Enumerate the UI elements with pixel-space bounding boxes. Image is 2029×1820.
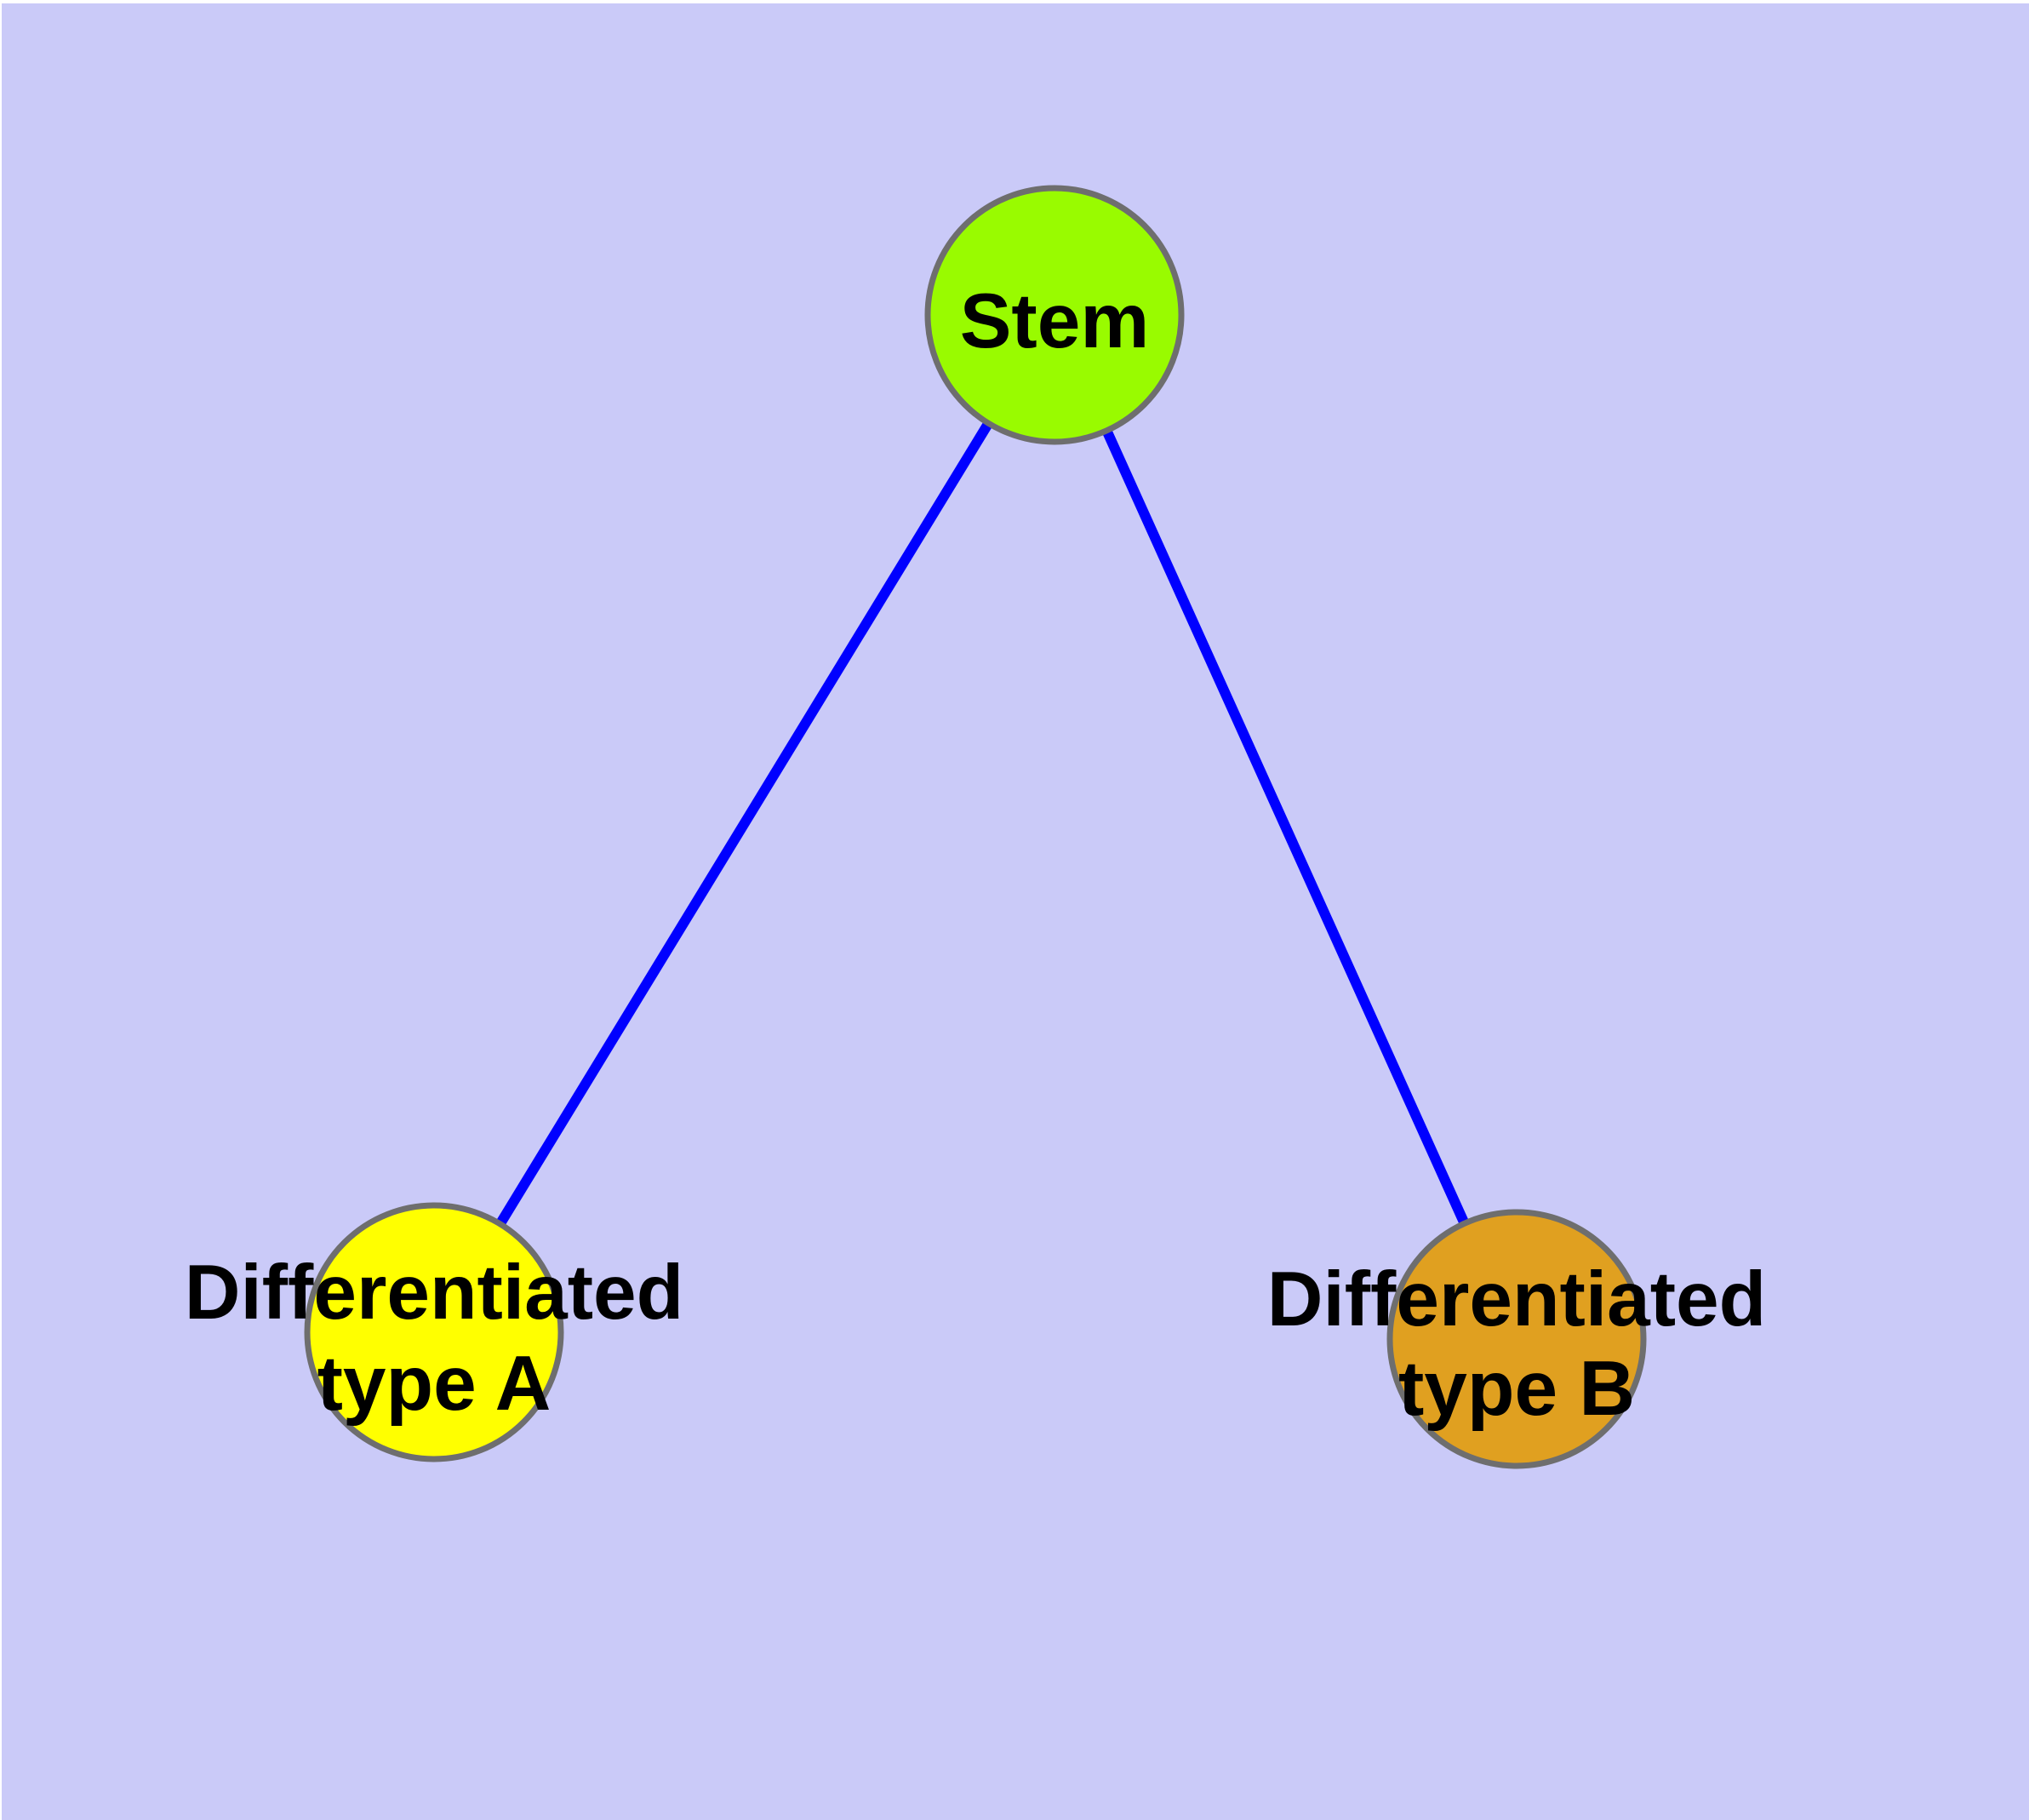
node-differentiated-type-a [304, 1202, 564, 1462]
node-type-b-label-line2: type B [1398, 1346, 1635, 1432]
node-type-a-label-line2: type A [317, 1341, 552, 1427]
frame-edge-top [0, 0, 2029, 3]
node-type-b-label-line1: Differentiated [1267, 1256, 1767, 1342]
node-type-a-label-line1: Differentiated [185, 1250, 684, 1336]
edge-stem-to-type-a [429, 312, 1060, 1336]
node-differentiated-type-b [1386, 1209, 1647, 1469]
node-stem [924, 185, 1185, 445]
frame-edge-left [0, 0, 2, 1820]
edge-stem-to-type-b [1049, 312, 1522, 1342]
node-stem-label: Stem [960, 278, 1150, 364]
